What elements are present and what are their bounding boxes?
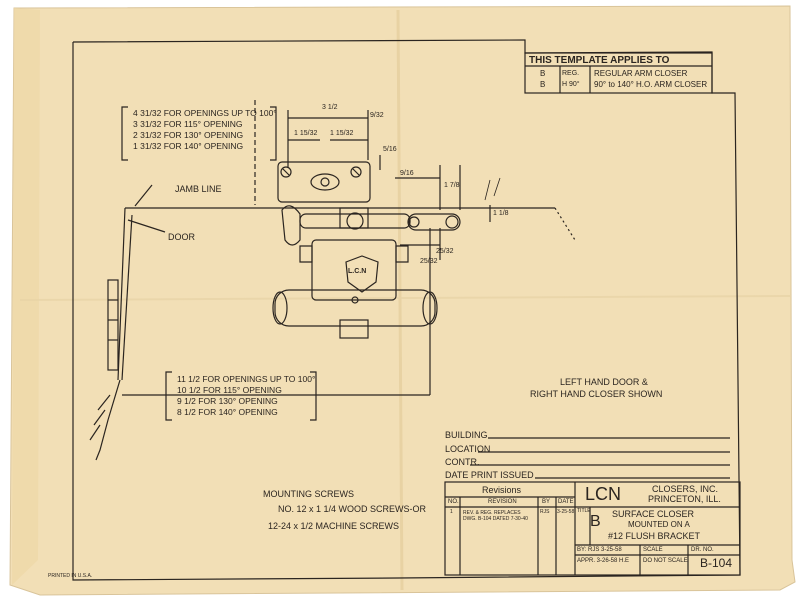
company-line-2: PRINCETON, ILL.: [648, 494, 721, 504]
revision-row-date: 3-25-58: [557, 509, 575, 515]
shown-label-1: LEFT HAND DOOR &: [560, 377, 648, 387]
openings-top-item: 4 31/32 FOR OPENINGS UP TO 100°: [133, 108, 277, 118]
scale-label: SCALE: [643, 547, 663, 553]
dim-1-15-32-right: 1 15/32: [330, 130, 354, 137]
field-location: LOCATION: [445, 444, 491, 454]
title-label: TITLE: [577, 508, 591, 514]
drawing-no-label: DR. NO.: [691, 547, 714, 553]
dim-9-32: 9/32: [370, 112, 384, 119]
applies-row1-col1: B: [540, 69, 546, 78]
jamb-line-label: JAMB LINE: [175, 184, 222, 194]
revisions-header-date: DATE: [558, 499, 574, 505]
revisions-header-no: NO.: [448, 499, 459, 505]
applies-row2-col2: H 90°: [562, 81, 580, 88]
field-contr: CONTR.: [445, 457, 480, 467]
badge-label: L.C.N: [348, 268, 367, 275]
drawing-no: B-104: [700, 556, 733, 570]
drawn-by: BY: RJS 3-25-58: [577, 547, 622, 553]
revisions-header-by: BY: [542, 499, 551, 505]
mounting-title: MOUNTING SCREWS: [263, 489, 354, 499]
applies-title: THIS TEMPLATE APPLIES TO: [529, 55, 670, 66]
openings-bottom-item: 9 1/2 FOR 130° OPENING: [177, 396, 278, 406]
brand-lcn: LCN: [585, 484, 622, 504]
shown-label-2: RIGHT HAND CLOSER SHOWN: [530, 389, 663, 399]
applies-row2-col3: 90° to 140° H.O. ARM CLOSER: [594, 80, 708, 89]
openings-top-list: 4 31/32 FOR OPENINGS UP TO 100° 3 31/32 …: [133, 108, 277, 152]
desc-line-3: #12 FLUSH BRACKET: [608, 531, 701, 541]
dim-9-16: 9/16: [400, 170, 414, 177]
dim-3-1-2: 3 1/2: [322, 104, 338, 111]
field-date-print: DATE PRINT ISSUED: [445, 470, 534, 480]
revisions-title: Revisions: [482, 485, 522, 495]
dim-1-15-32-left: 1 15/32: [294, 130, 318, 137]
openings-bottom-item: 11 1/2 FOR OPENINGS UP TO 100°: [177, 374, 316, 384]
scale-value: DO NOT SCALE: [643, 558, 688, 564]
dim-5-16: 5/16: [383, 146, 397, 153]
applies-row2-col1: B: [540, 80, 546, 89]
applies-row1-col2: REG.: [562, 70, 580, 77]
revisions-header-revision: REVISION: [488, 499, 517, 505]
openings-top-item: 3 31/32 FOR 115° OPENING: [133, 119, 243, 129]
dim-1-1-8: 1 1/8: [493, 210, 509, 217]
dim-25-32-a: 25/32: [436, 248, 454, 255]
revision-row-no: 1: [450, 509, 453, 515]
applies-row1-col3: REGULAR ARM CLOSER: [594, 69, 688, 78]
revision-row-by: RJS: [540, 509, 550, 515]
openings-bottom-item: 10 1/2 FOR 115° OPENING: [177, 385, 282, 395]
door-label: DOOR: [168, 232, 195, 242]
mounting-line-2: 12-24 x 1/2 MACHINE SCREWS: [268, 521, 400, 531]
openings-top-item: 1 31/32 FOR 140° OPENING: [133, 141, 244, 151]
desc-line-2: MOUNTED ON A: [628, 520, 690, 529]
approved-by: APPR. 3-26-58 H.E: [577, 558, 630, 564]
dim-1-7-8: 1 7/8: [444, 182, 460, 189]
company-line-1: CLOSERS, INC.: [652, 484, 719, 494]
openings-top-item: 2 31/32 FOR 130° OPENING: [133, 130, 244, 140]
series-b: B: [590, 513, 601, 530]
mounting-line-1: NO. 12 x 1 1/4 WOOD SCREWS-OR: [278, 504, 427, 514]
openings-bottom-item: 8 1/2 FOR 140° OPENING: [177, 407, 278, 417]
dim-25-32-b: 25/32: [420, 258, 438, 265]
revision-row-text: REV. & REG. REPLACES DWG. B-104 DATED 7-…: [463, 510, 528, 522]
openings-bottom-list: 11 1/2 FOR OPENINGS UP TO 100° 10 1/2 FO…: [177, 374, 315, 418]
desc-line-1: SURFACE CLOSER: [612, 509, 695, 519]
printed-note: PRINTED IN U.S.A.: [48, 573, 93, 579]
field-building: BUILDING: [445, 430, 488, 440]
